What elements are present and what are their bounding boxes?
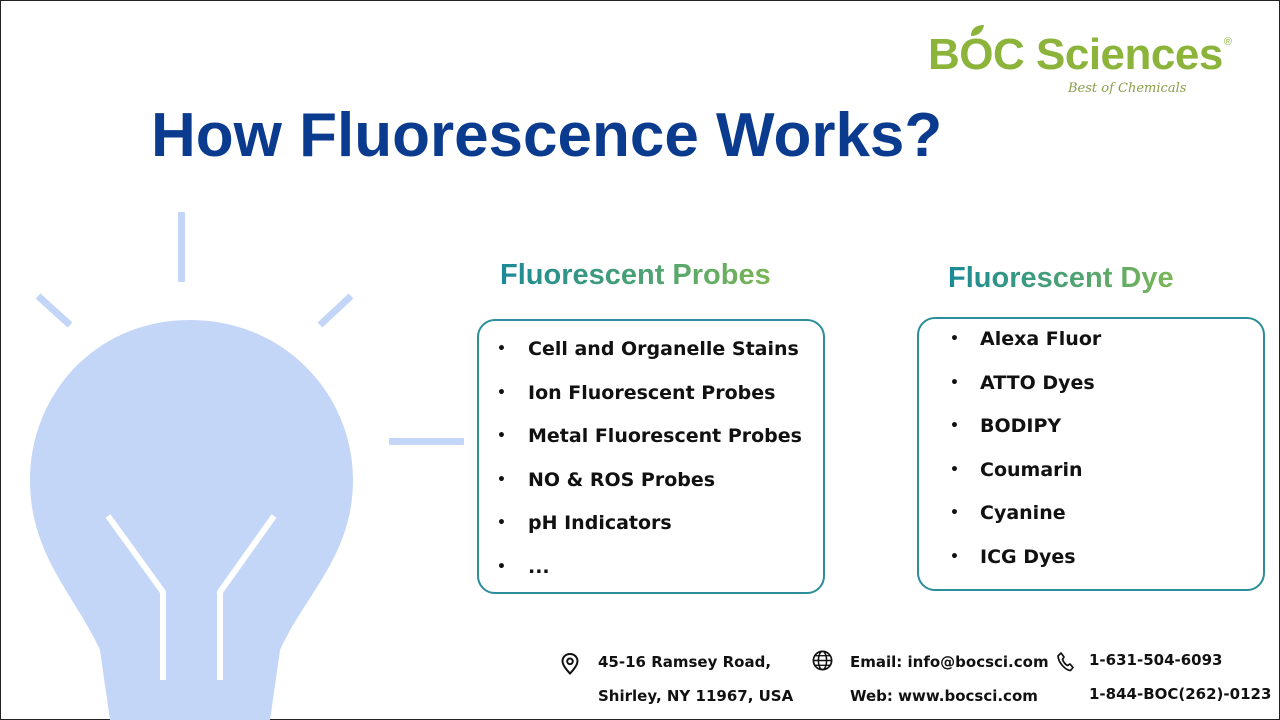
list-item: •ATTO Dyes <box>919 369 1263 413</box>
bullet: • <box>950 374 959 391</box>
bullet: • <box>497 515 506 532</box>
address-line-1: 45-16 Ramsey Road, <box>598 653 772 671</box>
list-item: •Coumarin <box>919 456 1263 500</box>
list-item: •Ion Fluorescent Probes <box>479 379 823 423</box>
dyes-card: •Alexa Fluor •ATTO Dyes •BODIPY •Coumari… <box>917 317 1265 591</box>
logo-text-b: B <box>928 30 960 79</box>
phone-number-2[interactable]: 1-844-BOC(262)-0123 <box>1089 685 1272 703</box>
phone-number-1[interactable]: 1-631-504-6093 <box>1089 651 1223 669</box>
bullet: • <box>950 418 959 435</box>
email-text[interactable]: Email: info@bocsci.com <box>850 653 1049 671</box>
address-line-2: Shirley, NY 11967, USA <box>598 687 794 705</box>
page-title: How Fluorescence Works? <box>151 101 943 170</box>
logo-leaf-o: O <box>959 25 994 80</box>
lightbulb-icon <box>30 212 464 720</box>
list-item: •NO & ROS Probes <box>479 466 823 510</box>
bullet: • <box>497 341 506 357</box>
list-item: •Metal Fluorescent Probes <box>479 422 823 466</box>
dyes-heading: Fluorescent Dye <box>948 262 1174 294</box>
bullet: • <box>950 505 959 522</box>
probes-heading: Fluorescent Probes <box>500 259 771 291</box>
probes-list: •Cell and Organelle Stains •Ion Fluoresc… <box>479 335 823 597</box>
globe-icon <box>812 650 833 671</box>
list-item: •Alexa Fluor <box>919 325 1263 369</box>
registered-mark: ® <box>1223 36 1232 48</box>
list-item: •... <box>479 553 823 597</box>
phone-icon <box>1057 652 1074 672</box>
list-item: •pH Indicators <box>479 509 823 553</box>
leaf-icon <box>971 25 985 36</box>
list-item: •ICG Dyes <box>919 543 1263 587</box>
location-icon <box>561 652 579 675</box>
bullet: • <box>950 548 959 565</box>
dyes-list: •Alexa Fluor •ATTO Dyes •BODIPY •Coumari… <box>919 325 1263 587</box>
bullet: • <box>497 428 506 445</box>
bullet: • <box>497 558 506 575</box>
list-item: •Cell and Organelle Stains <box>479 335 823 379</box>
bullet: • <box>950 461 959 478</box>
web-text[interactable]: Web: www.bocsci.com <box>850 687 1038 705</box>
list-item: •Cyanine <box>919 499 1263 543</box>
bullet: • <box>950 331 959 347</box>
bullet: • <box>497 384 506 401</box>
bullet: • <box>497 471 506 488</box>
logo-text-rest: C Sciences <box>993 30 1223 79</box>
list-item: •BODIPY <box>919 412 1263 456</box>
logo-tagline: Best of Chemicals <box>1068 81 1187 96</box>
probes-card: •Cell and Organelle Stains •Ion Fluoresc… <box>477 319 825 594</box>
